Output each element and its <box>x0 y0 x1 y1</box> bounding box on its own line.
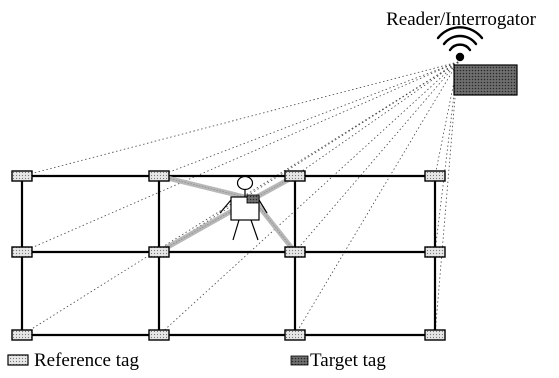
signal-line <box>21 61 459 253</box>
reference-tag <box>424 246 446 258</box>
signal-line <box>158 61 459 336</box>
reference-grid <box>20 174 437 337</box>
signal-line <box>294 61 459 336</box>
legend-target-label: Target tag <box>310 350 386 371</box>
reference-tag <box>424 329 446 341</box>
legend-target-swatch <box>290 355 309 366</box>
signal-line <box>434 61 459 177</box>
reference-tag <box>148 246 170 258</box>
signal-line <box>294 61 459 253</box>
reference-tag <box>148 170 170 182</box>
reference-tag <box>284 170 306 182</box>
signal-line <box>294 61 459 177</box>
target-beam-texture <box>158 175 254 200</box>
reference-tag <box>148 329 170 341</box>
reference-tag <box>11 170 33 182</box>
reference-tag <box>284 329 306 341</box>
reference-tag <box>424 170 446 182</box>
target-neighbor-links <box>156 173 298 255</box>
reader-interrogator <box>436 26 518 96</box>
signal-line <box>21 61 459 177</box>
reader-box <box>453 64 518 96</box>
reference-tag <box>11 329 33 341</box>
antenna-wave-icon <box>436 26 484 62</box>
reader-label: Reader/Interrogator <box>386 9 536 30</box>
signal-line <box>158 61 459 177</box>
legend: Reference tag Target tag <box>7 350 386 371</box>
reference-tag <box>11 246 33 258</box>
legend-reference-label: Reference tag <box>34 350 139 371</box>
signal-line <box>158 61 459 253</box>
reference-tag <box>284 246 306 258</box>
target-tag <box>246 194 260 204</box>
reference-tags <box>11 170 446 341</box>
signal-line <box>434 61 459 336</box>
legend-reference-swatch <box>7 354 29 366</box>
target-beam-texture <box>252 198 296 253</box>
